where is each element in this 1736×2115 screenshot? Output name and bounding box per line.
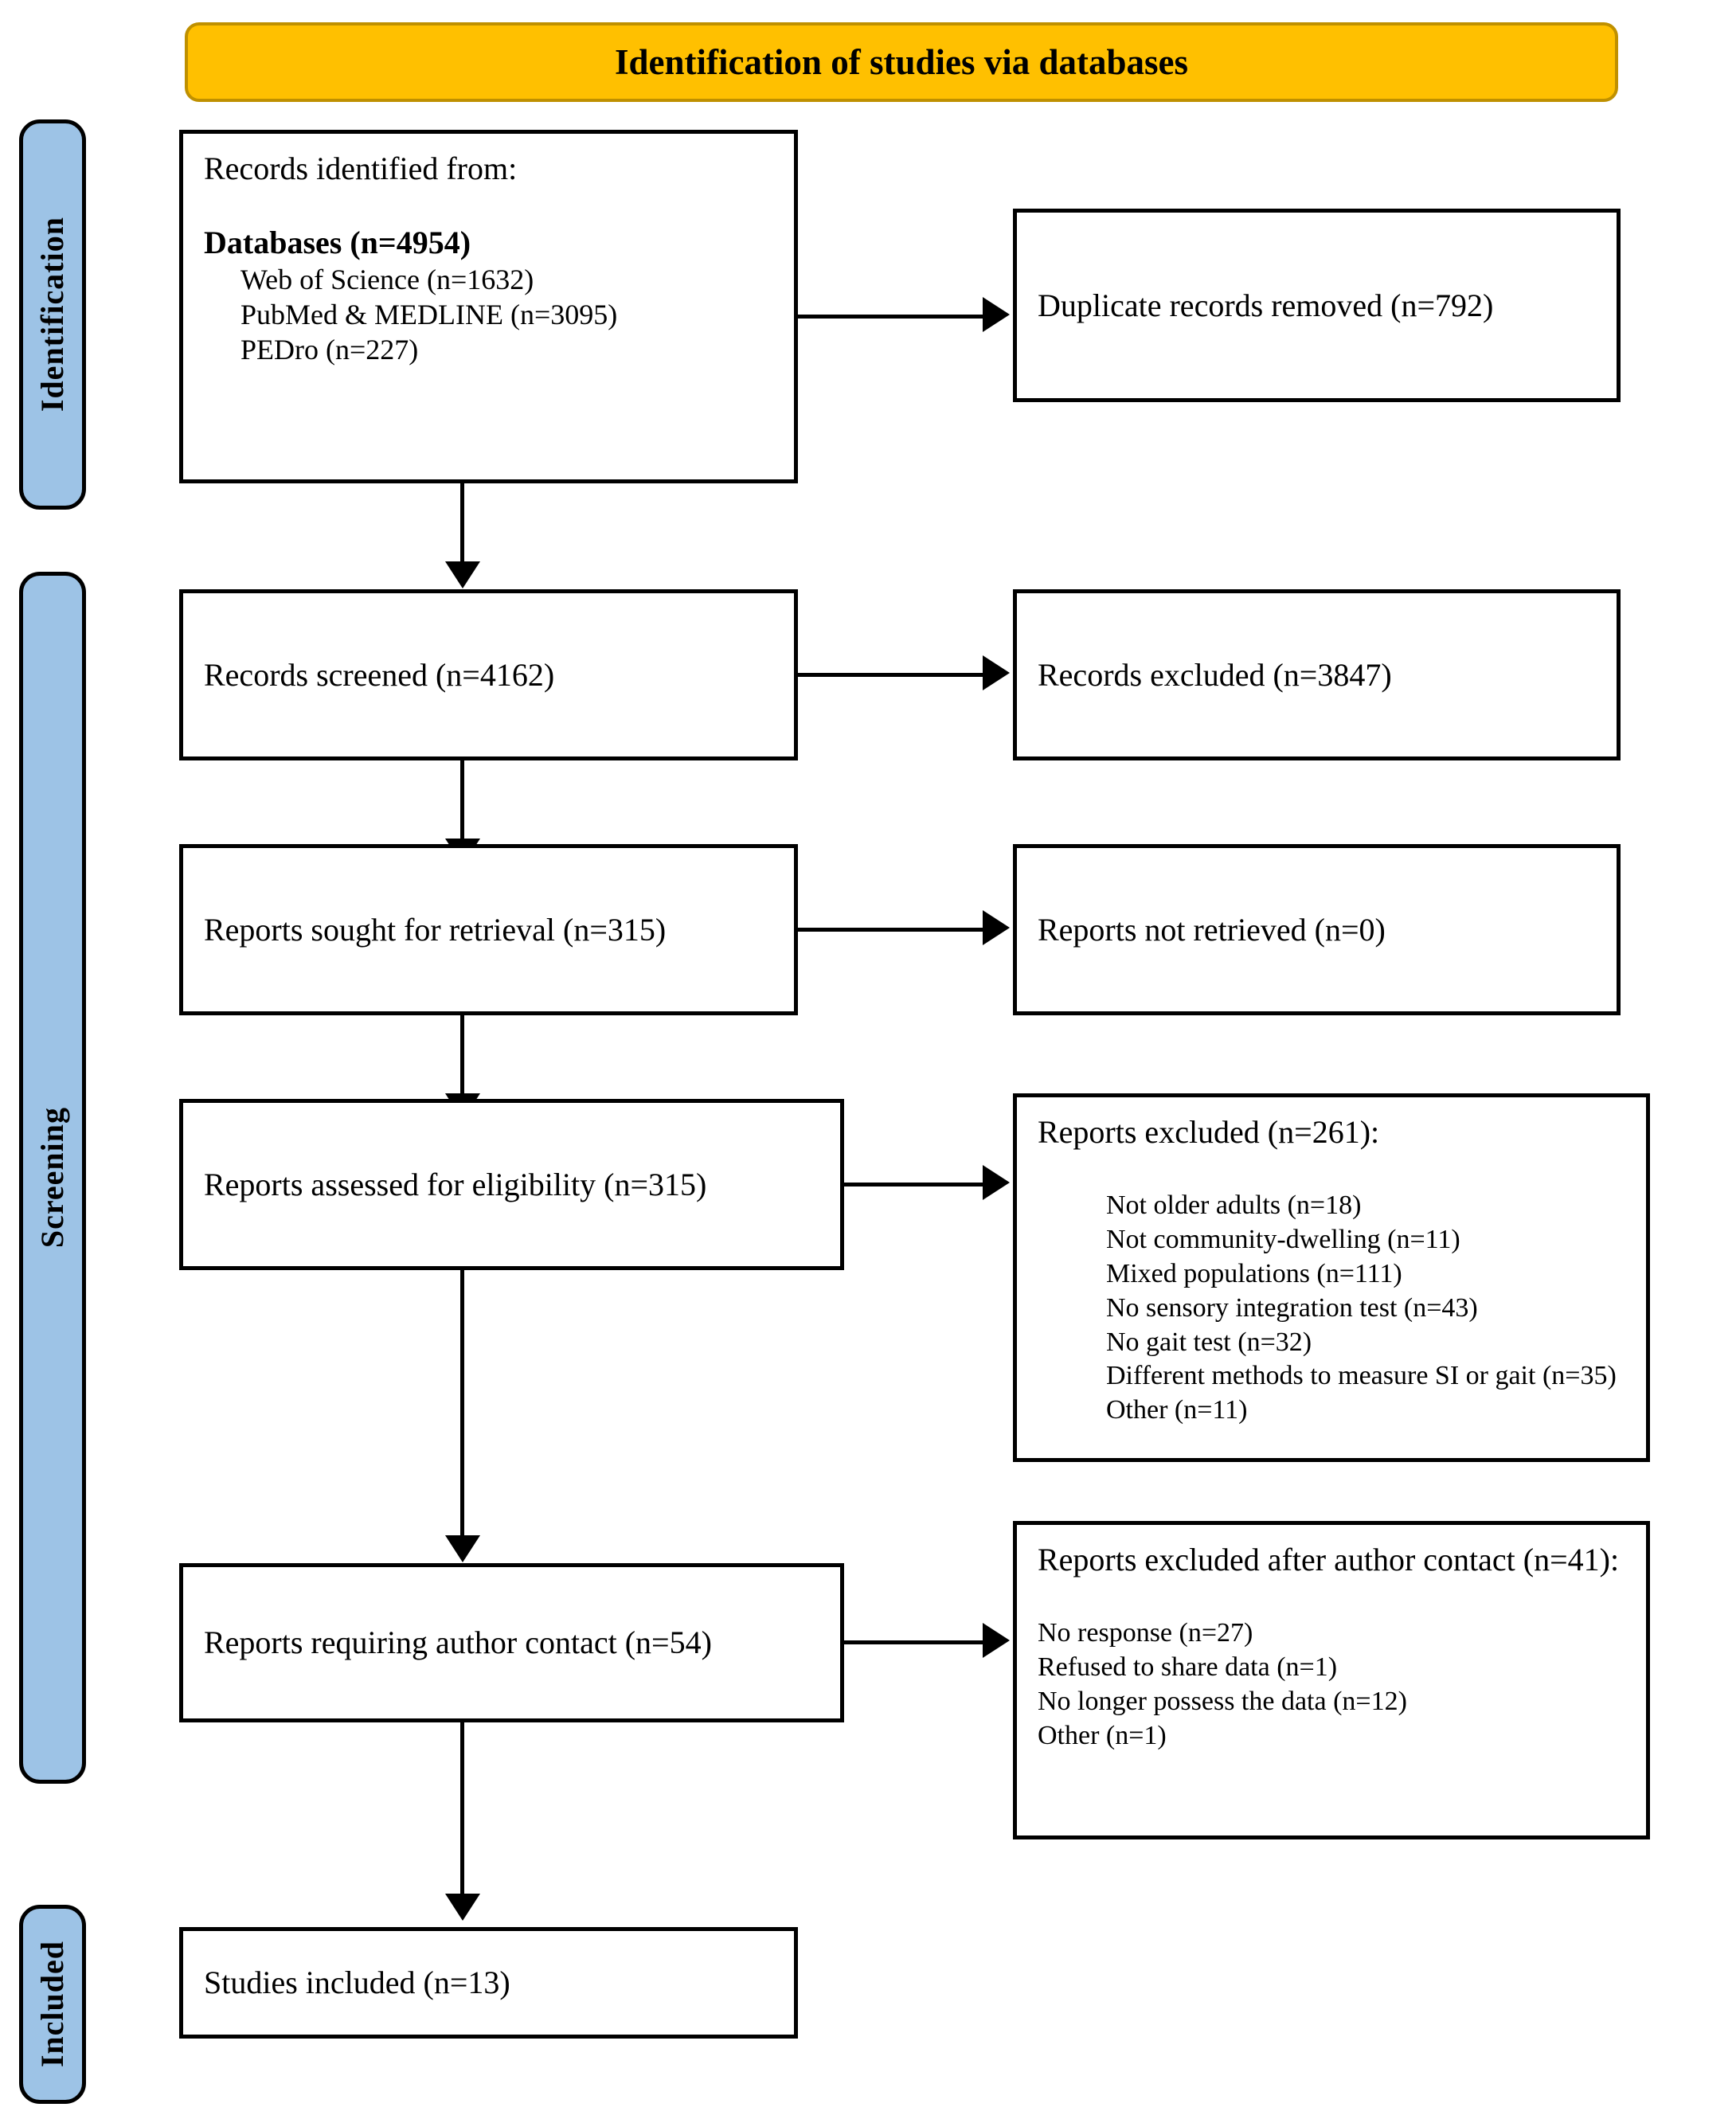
box-records-screened: Records screened (n=4162) xyxy=(179,589,798,760)
box-records-excluded: Records excluded (n=3847) xyxy=(1013,589,1621,760)
arrow-head-assessed-to-author-contact xyxy=(445,1535,480,1562)
reports-excluded-reason-list: Not older adults (n=18) Not community-dw… xyxy=(1106,1189,1625,1428)
arrow-head-author-contact-to-included xyxy=(445,1894,480,1921)
connector-sought-to-assessed xyxy=(460,1015,464,1101)
box-studies-included: Studies included (n=13) xyxy=(179,1927,798,2039)
connector-author-contact-to-excluded xyxy=(844,1640,983,1644)
records-identified-title: Records identified from: xyxy=(204,151,518,186)
list-item: Not older adults (n=18) xyxy=(1106,1190,1362,1221)
phase-tab-included-label: Included xyxy=(34,1941,70,2068)
connector-author-contact-to-included xyxy=(460,1722,464,1902)
header-banner: Identification of studies via databases xyxy=(185,22,1618,102)
reports-excluded-title: Reports excluded (n=261): xyxy=(1038,1114,1380,1150)
list-item: No sensory integration test (n=43) xyxy=(1106,1292,1478,1323)
box-duplicate-records-removed: Duplicate records removed (n=792) xyxy=(1013,209,1621,402)
list-item: PEDro (n=227) xyxy=(240,334,419,366)
phase-tab-screening-label: Screening xyxy=(34,1107,70,1249)
list-item: Refused to share data (n=1) xyxy=(1038,1652,1338,1683)
connector-identified-to-duplicates xyxy=(798,315,983,319)
excluded-after-contact-reason-list: No response (n=27) Refused to share data… xyxy=(1038,1617,1625,1753)
connector-sought-to-not-retrieved xyxy=(798,928,983,932)
arrow-head-identified-to-screened xyxy=(445,561,480,588)
list-item: No response (n=27) xyxy=(1038,1618,1253,1648)
phase-tab-screening: Screening xyxy=(19,572,86,1784)
list-item: Other (n=1) xyxy=(1038,1720,1167,1750)
studies-included-title: Studies included (n=13) xyxy=(204,1964,510,2001)
list-item: PubMed & MEDLINE (n=3095) xyxy=(240,299,618,331)
phase-tab-included: Included xyxy=(19,1905,86,2104)
connector-screened-to-sought xyxy=(460,760,464,846)
records-screened-title: Records screened (n=4162) xyxy=(204,656,555,693)
connector-assessed-to-excluded xyxy=(844,1183,983,1187)
box-reports-assessed-for-eligibility: Reports assessed for eligibility (n=315) xyxy=(179,1099,844,1270)
list-item: Mixed populations (n=111) xyxy=(1106,1258,1402,1288)
arrow-head-author-contact-to-excluded xyxy=(983,1623,1010,1658)
duplicate-records-removed-title: Duplicate records removed (n=792) xyxy=(1038,287,1494,323)
reports-author-contact-title: Reports requiring author contact (n=54) xyxy=(204,1624,712,1661)
arrow-head-screened-to-excluded xyxy=(983,655,1010,690)
box-reports-not-retrieved: Reports not retrieved (n=0) xyxy=(1013,844,1621,1015)
connector-identified-to-screened xyxy=(460,483,464,569)
arrow-head-sought-to-not-retrieved xyxy=(983,910,1010,945)
list-item: Other (n=11) xyxy=(1106,1395,1248,1425)
box-reports-excluded-reasons: Reports excluded (n=261): Not older adul… xyxy=(1013,1093,1650,1462)
arrow-head-identified-to-duplicates xyxy=(983,297,1010,332)
phase-tab-identification: Identification xyxy=(19,119,86,510)
box-reports-sought-for-retrieval: Reports sought for retrieval (n=315) xyxy=(179,844,798,1015)
box-records-identified: Records identified from: Databases (n=49… xyxy=(179,130,798,483)
reports-sought-title: Reports sought for retrieval (n=315) xyxy=(204,911,667,948)
phase-tab-identification-label: Identification xyxy=(34,217,70,412)
records-identified-databases-total: Databases (n=4954) xyxy=(204,225,471,261)
box-excluded-after-author-contact: Reports excluded after author contact (n… xyxy=(1013,1521,1650,1839)
list-item: No gait test (n=32) xyxy=(1106,1327,1312,1357)
list-item: No longer possess the data (n=12) xyxy=(1038,1686,1407,1716)
arrow-head-assessed-to-excluded xyxy=(983,1165,1010,1200)
list-item: Different methods to measure SI or gait … xyxy=(1106,1361,1617,1391)
excluded-after-contact-title: Reports excluded after author contact (n… xyxy=(1038,1542,1620,1577)
records-identified-source-list: Web of Science (n=1632) PubMed & MEDLINE… xyxy=(240,263,773,368)
connector-assessed-to-author-contact xyxy=(460,1270,464,1543)
box-reports-requiring-author-contact: Reports requiring author contact (n=54) xyxy=(179,1563,844,1722)
list-item: Web of Science (n=1632) xyxy=(240,264,534,296)
list-item: Not community-dwelling (n=11) xyxy=(1106,1225,1460,1255)
reports-not-retrieved-title: Reports not retrieved (n=0) xyxy=(1038,911,1386,948)
header-banner-title: Identification of studies via databases xyxy=(614,42,1189,82)
reports-assessed-title: Reports assessed for eligibility (n=315) xyxy=(204,1166,707,1202)
records-excluded-title: Records excluded (n=3847) xyxy=(1038,656,1392,693)
connector-screened-to-excluded xyxy=(798,673,983,677)
